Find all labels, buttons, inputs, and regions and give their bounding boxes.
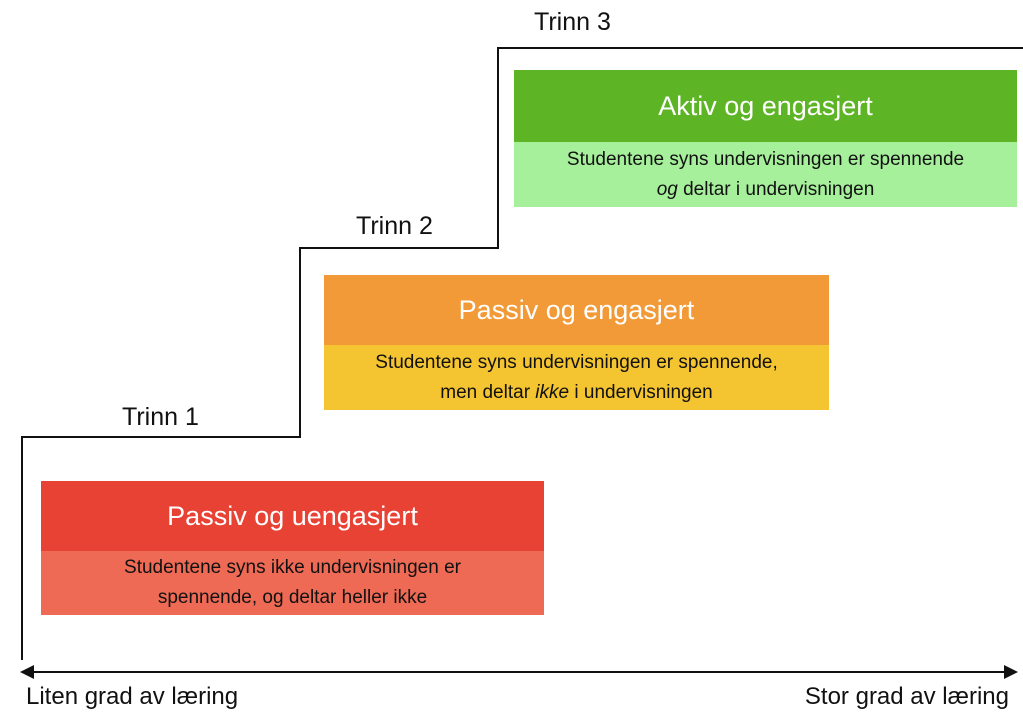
description-line: Studentene syns ikke undervisningen er (124, 553, 461, 583)
description-text: Studentene syns undervisningen er spenne… (566, 148, 965, 170)
description-line: Studentene syns undervisningen er spenne… (375, 348, 777, 378)
description-text: i undervisningen (569, 381, 713, 403)
step-2-title: Passiv og engasjert (324, 275, 829, 345)
axis-arrow-right-icon (1004, 665, 1018, 679)
step-2-description: Studentene syns undervisningen er spenne… (324, 345, 829, 410)
description-text: spennende, og deltar heller ikke (157, 587, 428, 608)
axis-left-label: Liten grad av læring (26, 683, 239, 710)
description-line: og deltar i undervisningen (657, 175, 875, 205)
step-2-card: Passiv og engasjert Studentene syns unde… (324, 275, 829, 410)
step-3-label: Trinn 3 (534, 8, 611, 36)
axis-arrow-left-icon (20, 665, 34, 679)
description-text: men deltar (440, 381, 536, 403)
step-1-card: Passiv og uengasjert Studentene syns ikk… (41, 481, 544, 615)
step-2-label: Trinn 2 (356, 212, 433, 240)
step-1-description: Studentene syns ikke undervisningen er sp… (41, 551, 544, 615)
description-line: men deltar ikke i undervisningen (440, 378, 713, 408)
step-3-title: Aktiv og engasjert (514, 70, 1017, 142)
staircase-line (21, 47, 1023, 660)
axis-right-label: Stor grad av læring (804, 683, 1009, 710)
description-line: spennende, og deltar heller ikke (158, 583, 427, 613)
step-3-description: Studentene syns undervisningen er spenne… (514, 142, 1017, 207)
emphasis-text: og (656, 178, 678, 200)
description-text: Studentene syns ikke undervisningen er (124, 557, 461, 578)
description-line: Studentene syns undervisningen er spenne… (567, 145, 964, 175)
description-text: Studentene syns undervisningen er spenne… (375, 351, 778, 373)
step-1-title: Passiv og uengasjert (41, 481, 544, 551)
emphasis-text: ikke (535, 381, 570, 403)
step-3-card: Aktiv og engasjert Studentene syns under… (514, 70, 1017, 207)
step-1-label: Trinn 1 (122, 403, 199, 431)
description-text: deltar i undervisningen (677, 178, 875, 200)
